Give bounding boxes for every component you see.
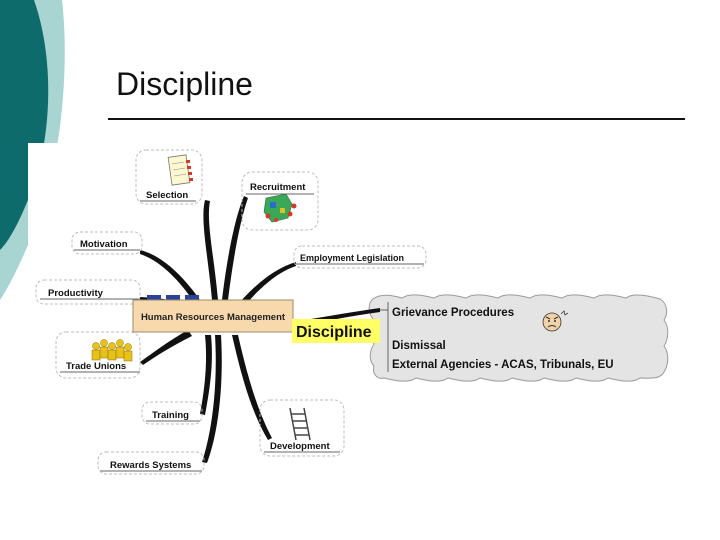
deco-shape-dark [0, 0, 49, 250]
map-pins-icon [263, 193, 297, 223]
slide-title: Discipline [116, 66, 253, 102]
center-block-2 [166, 295, 180, 301]
center-block-3 [185, 295, 199, 301]
deco-cutout [28, 143, 60, 325]
deco-shape-top [0, 0, 28, 12]
cloud-unions [55, 331, 141, 379]
cloud-selection [135, 149, 203, 205]
branch-line-unions [140, 330, 192, 365]
label-productivity: Productivity [48, 288, 104, 299]
angry-face-icon [542, 310, 569, 332]
cloud-motivation [71, 231, 143, 255]
focus-item-dismissal: Dismissal [392, 340, 446, 352]
branch-line-recruitment [222, 196, 248, 300]
discipline-highlight [292, 319, 380, 343]
label-underlines [40, 193, 424, 472]
cloud-rewards [97, 451, 205, 475]
branch-line-employment [240, 262, 296, 304]
center-node [132, 299, 294, 333]
branch-line-motivation [140, 250, 200, 302]
slide-decoration [0, 0, 65, 325]
label-motivation: Motivation [80, 239, 128, 250]
cloud-training [141, 401, 203, 425]
checklist-icon [167, 154, 193, 186]
label-recruitment: Recruitment [250, 182, 306, 193]
label-unions: Trade Unions [66, 361, 126, 372]
cloud-recruitment [241, 171, 319, 231]
crowd-icon [91, 339, 133, 362]
center-node-label: Human Resources Management [141, 312, 286, 323]
label-selection: Selection [146, 190, 188, 201]
title-rule [108, 118, 685, 120]
center-block-1 [147, 295, 161, 301]
branch-lines [140, 196, 380, 463]
branch-line-rewards [202, 335, 222, 463]
focus-item-agencies: External Agencies - ACAS, Tribunals, EU [392, 359, 614, 371]
discipline-label: Discipline [296, 324, 372, 341]
cloud-development [259, 399, 345, 457]
label-employment: Employment Legislation [300, 253, 404, 263]
label-training: Training [152, 410, 189, 421]
cloud-employment [293, 245, 427, 269]
ladder-icon [289, 407, 311, 441]
branch-line-training [200, 335, 212, 415]
center-toolbar [147, 295, 199, 301]
label-clouds [35, 149, 427, 475]
focus-item-grievance: Grievance Procedures [392, 307, 514, 319]
branch-line-development [232, 335, 272, 440]
focus-cloud [368, 294, 669, 382]
cloud-productivity [35, 279, 141, 305]
label-development: Development [270, 441, 330, 452]
label-rewards: Rewards Systems [110, 460, 191, 471]
branch-line-selection [203, 200, 218, 300]
